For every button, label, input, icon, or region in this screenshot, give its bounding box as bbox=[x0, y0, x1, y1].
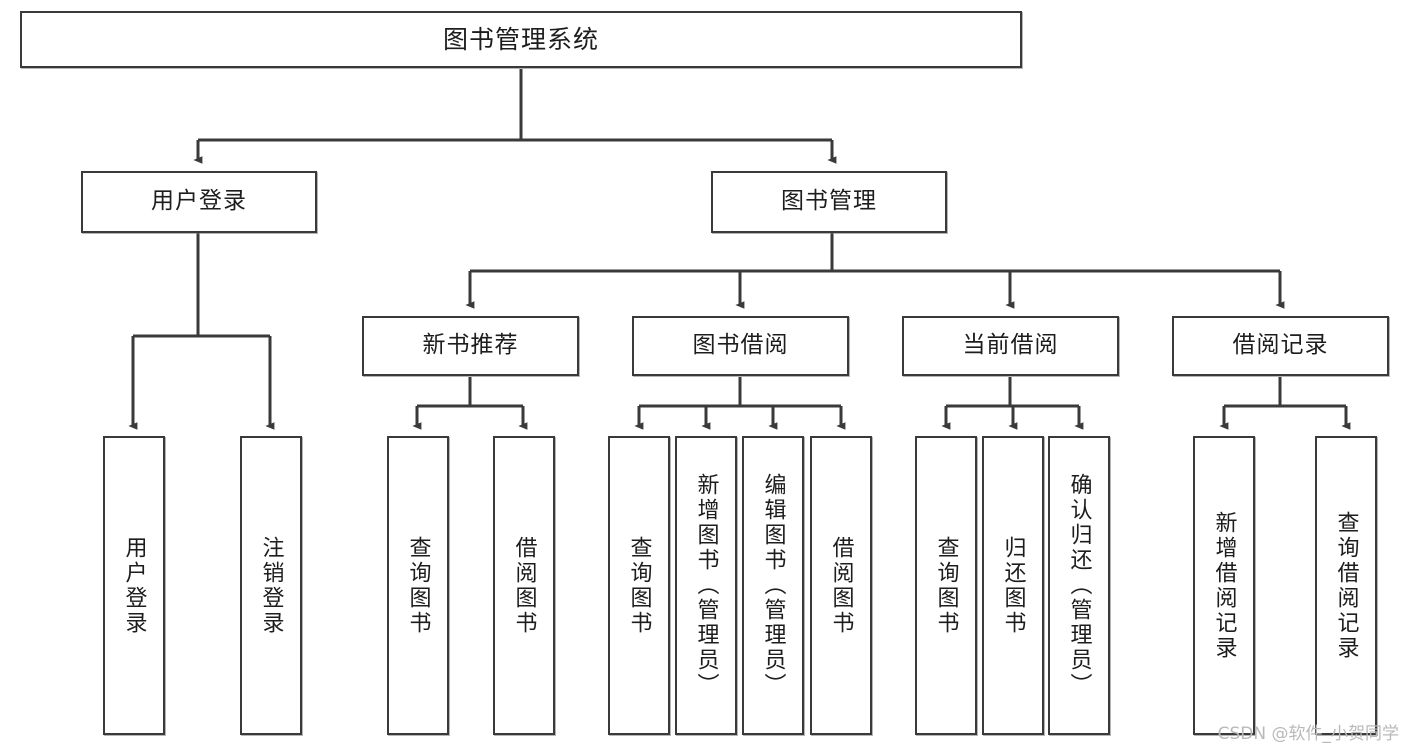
node-leaf-borrow-book-2[interactable]: 借阅图书 bbox=[810, 436, 872, 735]
node-new-book-recommend-label: 新书推荐 bbox=[422, 332, 519, 359]
node-root[interactable]: 图书管理系统 bbox=[20, 11, 1022, 68]
node-borrow-record-label: 借阅记录 bbox=[1232, 332, 1329, 359]
node-leaf-user-logout-label: 注销登录 bbox=[258, 535, 284, 636]
node-book-borrow[interactable]: 图书借阅 bbox=[632, 316, 849, 376]
watermark-text: CSDN @软件_小贺同学 bbox=[1217, 724, 1399, 744]
node-leaf-user-login-label: 用户登录 bbox=[121, 535, 147, 636]
node-leaf-add-record-label: 新增借阅记录 bbox=[1211, 510, 1237, 661]
node-leaf-query-book-2-label: 查询图书 bbox=[626, 535, 652, 636]
node-book-management[interactable]: 图书管理 bbox=[711, 171, 947, 233]
node-leaf-query-record[interactable]: 查询借阅记录 bbox=[1315, 436, 1377, 735]
node-leaf-add-book-label: 新增图书（管理员） bbox=[693, 473, 719, 698]
node-current-borrow-label: 当前借阅 bbox=[962, 332, 1059, 359]
node-leaf-borrow-book-2-label: 借阅图书 bbox=[828, 535, 854, 636]
node-leaf-confirm-return-label: 确认归还（管理员） bbox=[1066, 473, 1092, 698]
node-leaf-query-record-label: 查询借阅记录 bbox=[1333, 510, 1359, 661]
node-leaf-query-book-2[interactable]: 查询图书 bbox=[608, 436, 670, 735]
node-leaf-query-book-1[interactable]: 查询图书 bbox=[387, 436, 449, 735]
node-leaf-query-book-1-label: 查询图书 bbox=[405, 535, 431, 636]
node-leaf-borrow-book-1-label: 借阅图书 bbox=[511, 535, 537, 636]
node-root-label: 图书管理系统 bbox=[442, 24, 599, 54]
node-leaf-confirm-return[interactable]: 确认归还（管理员） bbox=[1048, 436, 1110, 735]
node-leaf-edit-book-label: 编辑图书（管理员） bbox=[760, 473, 786, 698]
node-leaf-add-book[interactable]: 新增图书（管理员） bbox=[675, 436, 737, 735]
node-leaf-query-book-3[interactable]: 查询图书 bbox=[915, 436, 977, 735]
node-leaf-query-book-3-label: 查询图书 bbox=[933, 535, 959, 636]
node-user-login-label: 用户登录 bbox=[151, 188, 247, 215]
node-new-book-recommend[interactable]: 新书推荐 bbox=[362, 316, 579, 376]
node-leaf-edit-book[interactable]: 编辑图书（管理员） bbox=[742, 436, 804, 735]
node-book-borrow-label: 图书借阅 bbox=[692, 332, 789, 359]
node-leaf-borrow-book-1[interactable]: 借阅图书 bbox=[493, 436, 555, 735]
node-borrow-record[interactable]: 借阅记录 bbox=[1172, 316, 1389, 376]
node-user-login[interactable]: 用户登录 bbox=[81, 171, 317, 233]
node-current-borrow[interactable]: 当前借阅 bbox=[902, 316, 1119, 376]
node-book-management-label: 图书管理 bbox=[781, 188, 877, 215]
node-leaf-add-record[interactable]: 新增借阅记录 bbox=[1193, 436, 1255, 735]
node-leaf-user-logout[interactable]: 注销登录 bbox=[240, 436, 302, 735]
node-leaf-return-book[interactable]: 归还图书 bbox=[982, 436, 1044, 735]
node-leaf-return-book-label: 归还图书 bbox=[1000, 535, 1026, 636]
node-leaf-user-login[interactable]: 用户登录 bbox=[103, 436, 165, 735]
